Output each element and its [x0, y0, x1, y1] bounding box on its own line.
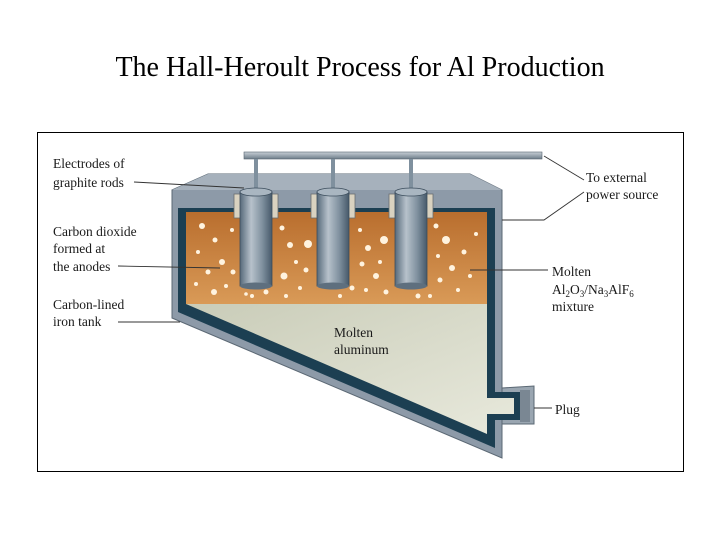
co2-bubbles — [194, 223, 478, 299]
label-molten-mixture: Molten — [552, 264, 591, 279]
label-molten-mixture-formula: Al2O3/Na3AlF6 — [552, 282, 634, 299]
graphite-electrodes — [239, 187, 428, 290]
label-tank: Carbon-lined iron tank — [53, 297, 128, 329]
label-molten-aluminum: Molten aluminum — [334, 325, 389, 357]
label-co2: Carbon dioxide formed at the anodes — [53, 224, 140, 274]
labels: Electrodes of graphite rods Carbon dioxi… — [53, 156, 658, 417]
leader-lines — [117, 155, 585, 409]
label-electrodes: Electrodes of graphite rods — [53, 156, 128, 190]
molten-aluminum-layer — [186, 304, 514, 434]
power-bus — [243, 151, 543, 189]
page-title: The Hall-Heroult Process for Al Producti… — [115, 52, 605, 83]
label-plug: Plug — [555, 402, 580, 417]
label-molten-mixture-line3: mixture — [552, 299, 594, 314]
label-power: To external power source — [586, 170, 658, 202]
